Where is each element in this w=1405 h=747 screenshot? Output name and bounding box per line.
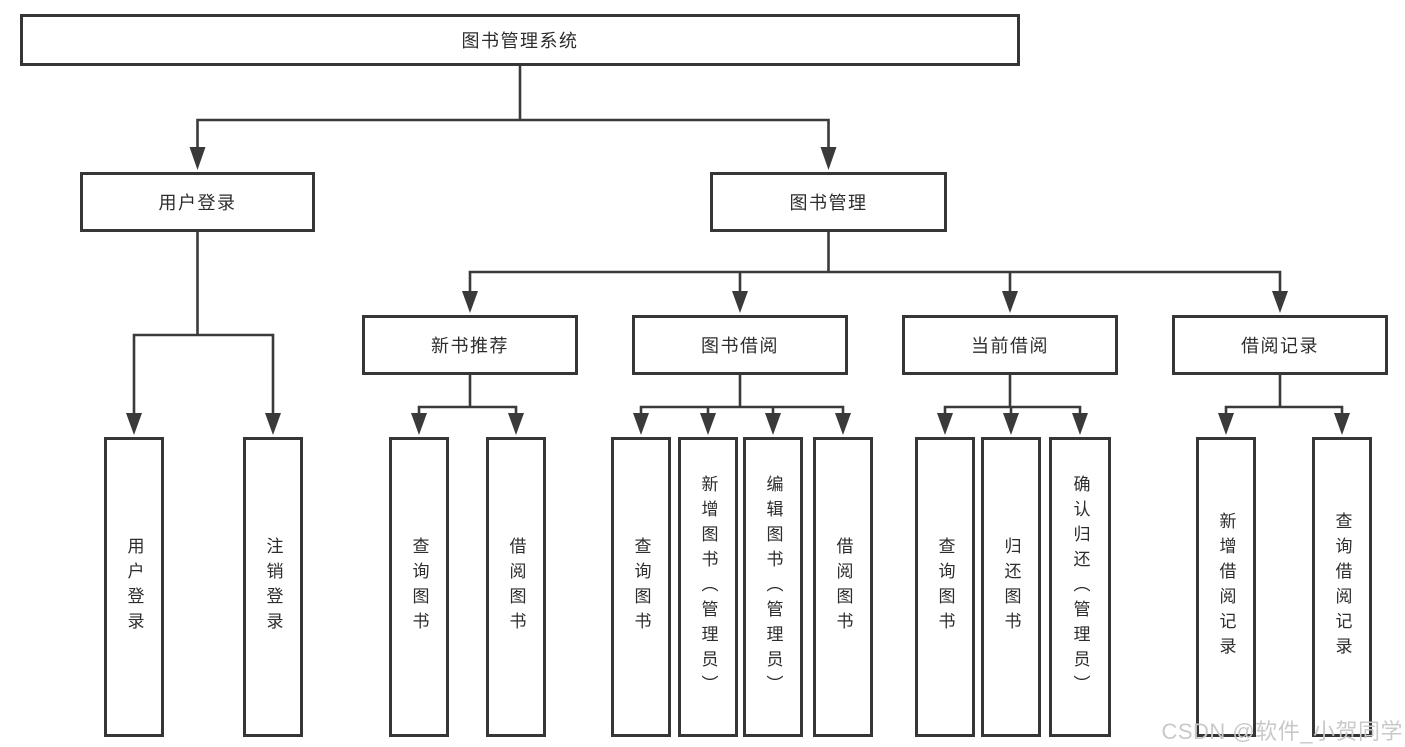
leaf-logout: 注销登录 <box>243 437 303 737</box>
leaf-records-query-record: 查询借阅记录 <box>1312 437 1372 737</box>
leaf-newbooks-borrow-book: 借阅图书 <box>486 437 546 737</box>
csdn-watermark: CSDN @软件_小贺同学 <box>1161 719 1403 744</box>
node-borrow-records: 借阅记录 <box>1172 315 1388 375</box>
leaf-current-confirm-return-admin: 确认归还（管理员） <box>1049 437 1111 737</box>
node-new-book-recommend: 新书推荐 <box>362 315 578 375</box>
connector-current-to-leaves <box>937 373 1088 435</box>
leaf-borrow-edit-book-admin: 编辑图书（管理员） <box>743 437 803 737</box>
leaf-newbooks-query-book: 查询图书 <box>389 437 449 737</box>
leaf-borrow-query-book: 查询图书 <box>611 437 671 737</box>
leaf-borrow-borrow-book: 借阅图书 <box>813 437 873 737</box>
node-book-management: 图书管理 <box>710 172 947 232</box>
node-root-system: 图书管理系统 <box>20 14 1020 66</box>
connector-records-to-leaves <box>1218 373 1350 435</box>
leaf-current-query-book: 查询图书 <box>915 437 975 737</box>
leaf-current-return-book: 归还图书 <box>981 437 1041 737</box>
leaf-user-login: 用户登录 <box>104 437 164 737</box>
leaf-records-add-record: 新增借阅记录 <box>1196 437 1256 737</box>
node-current-borrow: 当前借阅 <box>902 315 1118 375</box>
connector-userlogin-to-leaves <box>126 230 281 435</box>
connector-newbooks-to-leaves <box>411 373 524 435</box>
node-book-borrow: 图书借阅 <box>632 315 848 375</box>
node-user-login: 用户登录 <box>80 172 315 232</box>
connector-root-to-level2 <box>189 66 837 170</box>
connector-bookmgmt-to-level3 <box>462 230 1288 313</box>
connector-borrow-to-leaves <box>633 373 851 435</box>
leaf-borrow-add-book-admin: 新增图书（管理员） <box>678 437 738 737</box>
